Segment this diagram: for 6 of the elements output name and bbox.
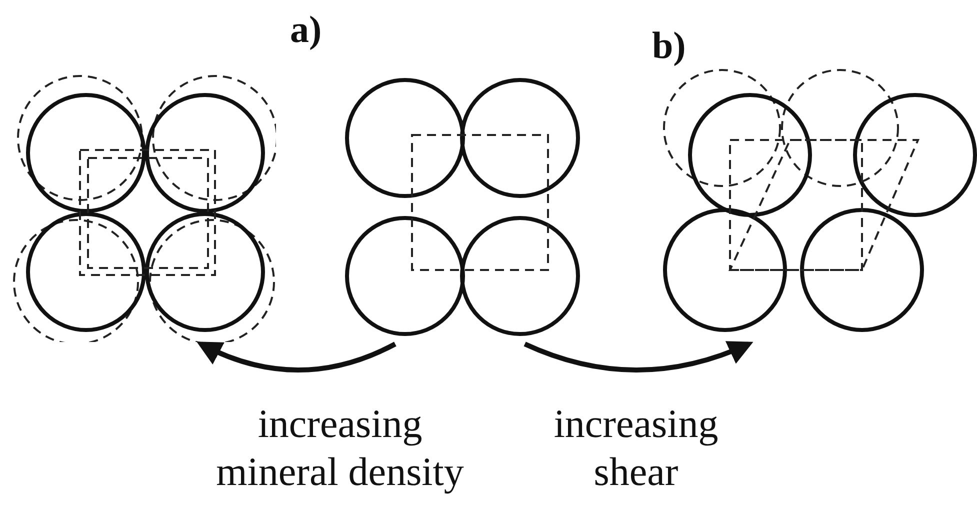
edge-label: increasing mineral density <box>215 400 465 496</box>
panel-label: b) <box>652 24 686 68</box>
curved-arrow <box>196 342 396 372</box>
edge-label: increasing shear <box>552 400 720 496</box>
panel-label: a) <box>290 8 322 52</box>
curved-arrow <box>524 340 754 372</box>
